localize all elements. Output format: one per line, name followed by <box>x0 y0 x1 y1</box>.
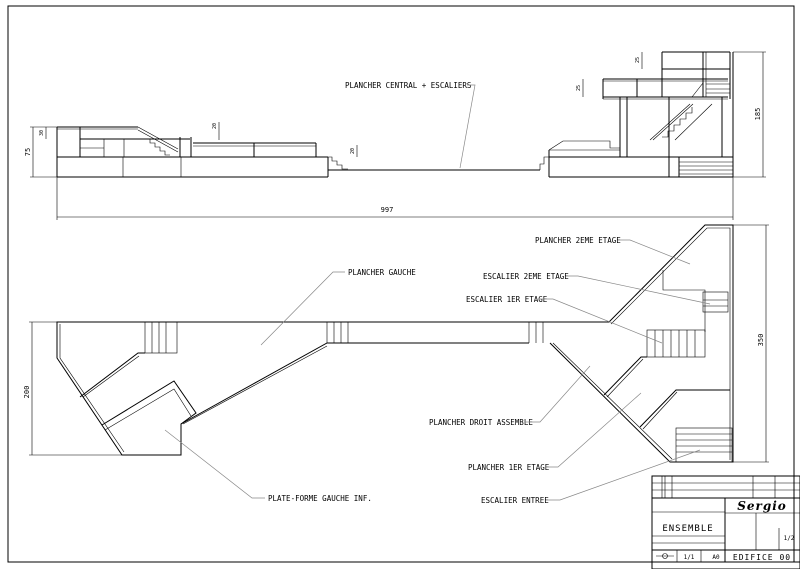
paper-format: A0 <box>712 554 720 561</box>
dim-right-height: 185 <box>754 108 762 121</box>
plan-view: 200 350 PLANCHER 2EME ETAGE <box>23 224 769 505</box>
dim-left-step: 20 <box>212 123 218 129</box>
dim-left-width: 200 <box>23 386 31 399</box>
drawing-frame <box>7 5 795 563</box>
drawing-title: ENSEMBLE <box>662 524 713 534</box>
dim-left-height: 75 <box>24 148 32 156</box>
label-escalier-1er-etage: ESCALIER 1ER ETAGE <box>466 295 548 304</box>
label-plancher-droit-assemble: PLANCHER DROIT ASSEMBLE <box>429 418 533 427</box>
dim-left-rail: 30 <box>39 130 45 136</box>
label-escalier-2eme-etage: ESCALIER 2EME ETAGE <box>483 272 569 281</box>
label-plancher-gauche: PLANCHER GAUCHE <box>348 268 416 277</box>
scale-value: 1/1 <box>684 554 695 561</box>
label-plancher-1er-etage: PLANCHER 1ER ETAGE <box>468 463 550 472</box>
elevation-view: 75 30 20 20 <box>24 51 766 220</box>
dim-rail-1: 25 <box>576 85 582 91</box>
dim-center-step: 20 <box>350 148 356 154</box>
projection-symbol-icon <box>656 553 674 559</box>
label-plate-forme-gauche: PLATE-FORME GAUCHE INF. <box>268 494 372 503</box>
dim-total-length: 997 <box>381 206 394 214</box>
label-plancher-2eme-etage: PLANCHER 2EME ETAGE <box>535 236 621 245</box>
label-plancher-central: PLANCHER CENTRAL + ESCALIERS <box>345 81 472 90</box>
dim-rail-2: 25 <box>635 57 641 63</box>
author-name: Sergio <box>737 499 787 513</box>
title-block: Sergio ENSEMBLE 1/2 1/1 A0 EDIFICE 00 <box>651 475 800 569</box>
project-name: EDIFICE 00 <box>733 553 791 562</box>
label-escalier-entree: ESCALIER ENTREE <box>481 496 549 505</box>
dim-right-width: 350 <box>757 334 765 347</box>
sheet-number: 1/2 <box>784 535 795 542</box>
